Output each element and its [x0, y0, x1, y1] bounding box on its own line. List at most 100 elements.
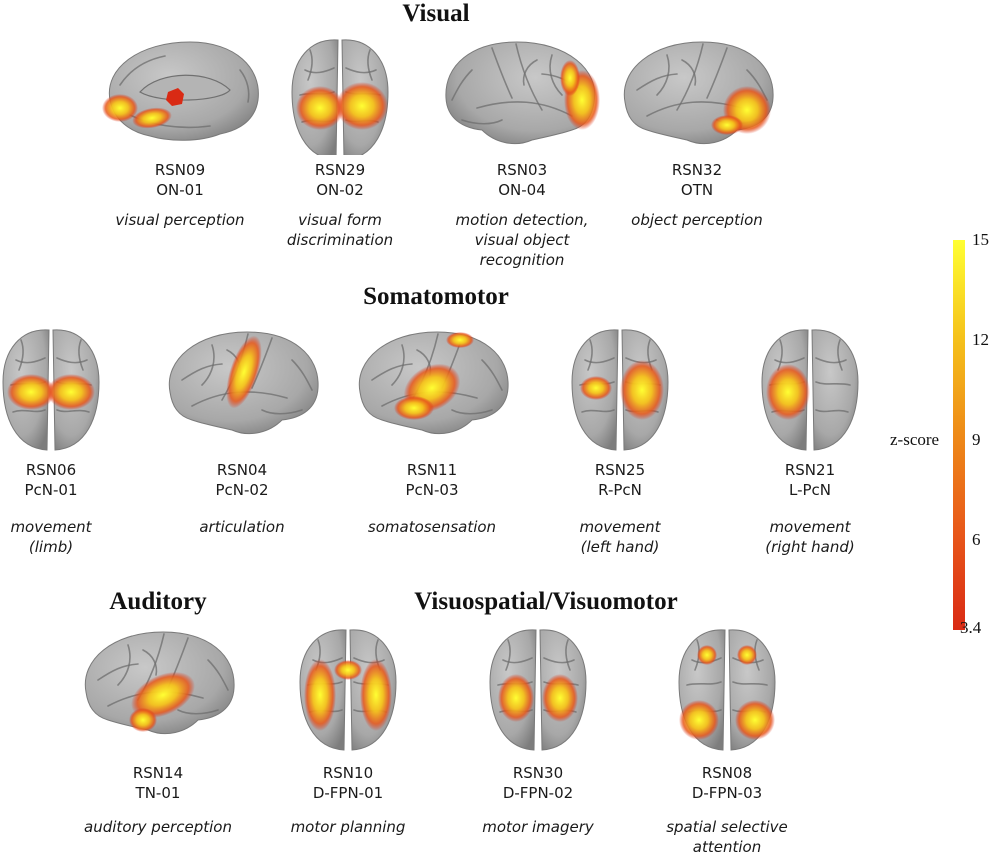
network-id: D-FPN-01	[312, 784, 384, 802]
section-title-visuospatial: Visuospatial/Visuomotor	[414, 588, 678, 615]
function-line: (left hand)	[580, 538, 660, 556]
colorbar-tick-3.4: 3.4	[960, 618, 982, 637]
network-id: PcN-01	[24, 481, 78, 499]
brain-map-rsn25	[571, 329, 669, 451]
activation-blob	[47, 374, 95, 410]
rsn-id: RSN21	[784, 461, 836, 479]
brain-map-rsn09	[102, 41, 259, 141]
rsn-id: RSN09	[154, 161, 206, 179]
network-id: L-PcN	[788, 481, 832, 499]
activation-blob	[102, 94, 138, 122]
network-id: ON-01	[156, 181, 204, 199]
network-id: D-FPN-03	[691, 784, 763, 802]
activation-blob	[446, 332, 474, 348]
brain-map-rsn08	[678, 629, 776, 751]
function-line: visual form	[298, 211, 382, 229]
brain-map-rsn06	[2, 329, 100, 451]
activation-blob	[304, 659, 336, 731]
section-title-visual: Visual	[402, 0, 470, 27]
function-line: visual perception	[115, 211, 245, 229]
function-line: spatial selective	[666, 818, 788, 836]
activation-blob	[7, 374, 55, 410]
activation-blob	[360, 659, 392, 731]
function-line: visual object	[474, 231, 570, 249]
section-title-auditory: Auditory	[109, 588, 207, 615]
network-id: OTN	[680, 181, 714, 199]
activation-blob	[542, 674, 578, 722]
activation-blob	[334, 660, 362, 680]
brain-map-rsn30	[489, 629, 587, 751]
activation-blob	[697, 645, 717, 665]
section-title-somatomotor: Somatomotor	[363, 283, 509, 310]
activation-blob	[498, 674, 534, 722]
right-hemisphere	[811, 329, 859, 451]
brain-map-rsn03	[445, 41, 600, 145]
rsn-id: RSN08	[701, 764, 753, 782]
activation-blob	[336, 82, 388, 130]
rsn-id: RSN32	[671, 161, 723, 179]
rsn-id: RSN30	[512, 764, 564, 782]
network-id: TN-01	[135, 784, 181, 802]
brain-map-rsn14	[84, 631, 235, 735]
function-line: motor planning	[290, 818, 406, 836]
colorbar-bar	[953, 240, 965, 630]
rsn-id: RSN29	[314, 161, 366, 179]
network-id: R-PcN	[598, 481, 642, 499]
brain-map-rsn10	[299, 629, 397, 751]
activation-blob	[296, 86, 344, 130]
network-id: ON-02	[316, 181, 364, 199]
activation-blob	[226, 335, 262, 409]
activation-blob	[620, 360, 664, 420]
colorbar-tick-15: 15	[972, 230, 989, 249]
function-line: articulation	[199, 518, 285, 536]
function-line: motion detection,	[455, 211, 589, 229]
function-line: (limb)	[28, 538, 74, 556]
network-id: D-FPN-02	[502, 784, 574, 802]
activation-blob	[560, 60, 580, 96]
rsn-id: RSN06	[25, 461, 77, 479]
activation-blob	[735, 700, 775, 740]
activation-blob	[679, 700, 719, 740]
activation-blob	[766, 364, 810, 420]
colorbar-tick-9: 9	[972, 430, 981, 449]
function-line: movement	[769, 518, 851, 536]
brain-map-rsn32	[623, 41, 774, 145]
brain-map-rsn11	[358, 331, 509, 435]
cortex-surface	[445, 41, 596, 145]
rsn-id: RSN10	[322, 764, 374, 782]
function-line: (right hand)	[765, 538, 855, 556]
function-line: recognition	[479, 251, 565, 269]
activation-blob	[711, 115, 743, 135]
brain-map-rsn29	[291, 39, 389, 155]
activation-blob	[131, 671, 195, 719]
activation-blob	[737, 645, 757, 665]
activation-blob	[129, 708, 157, 732]
colorbar-tick-12: 12	[972, 330, 989, 349]
activation-blob	[166, 88, 184, 106]
function-line: somatosensation	[367, 518, 497, 536]
colorbar-tick-6: 6	[972, 530, 981, 549]
brain-map-rsn04	[168, 331, 319, 435]
network-id: ON-04	[498, 181, 546, 199]
rsn-id: RSN14	[132, 764, 184, 782]
rsn-id: RSN03	[496, 161, 548, 179]
network-id: PcN-02	[215, 481, 269, 499]
rsn-id: RSN25	[594, 461, 646, 479]
function-line: auditory perception	[84, 818, 232, 836]
function-line: motor imagery	[482, 818, 594, 836]
rsn-id: RSN11	[406, 461, 458, 479]
activation-blob	[580, 376, 612, 400]
